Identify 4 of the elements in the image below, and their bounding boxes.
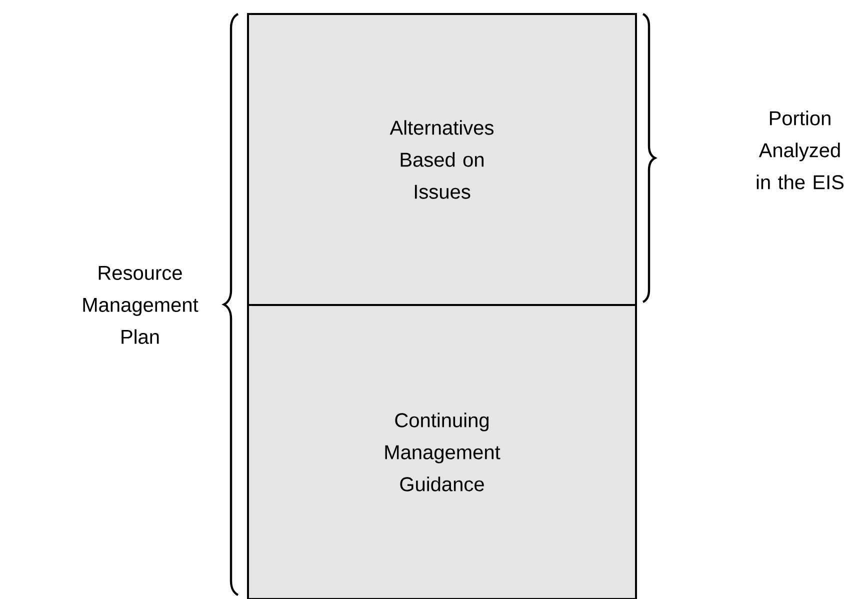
text-box: Continuing Management Guidance bbox=[247, 304, 637, 599]
text-box: Alternatives Based on Issues bbox=[247, 13, 637, 306]
brace-label: Resource Management Plan bbox=[83, 266, 198, 344]
brace-label: Portion Analyzed in the EIS bbox=[756, 110, 844, 190]
